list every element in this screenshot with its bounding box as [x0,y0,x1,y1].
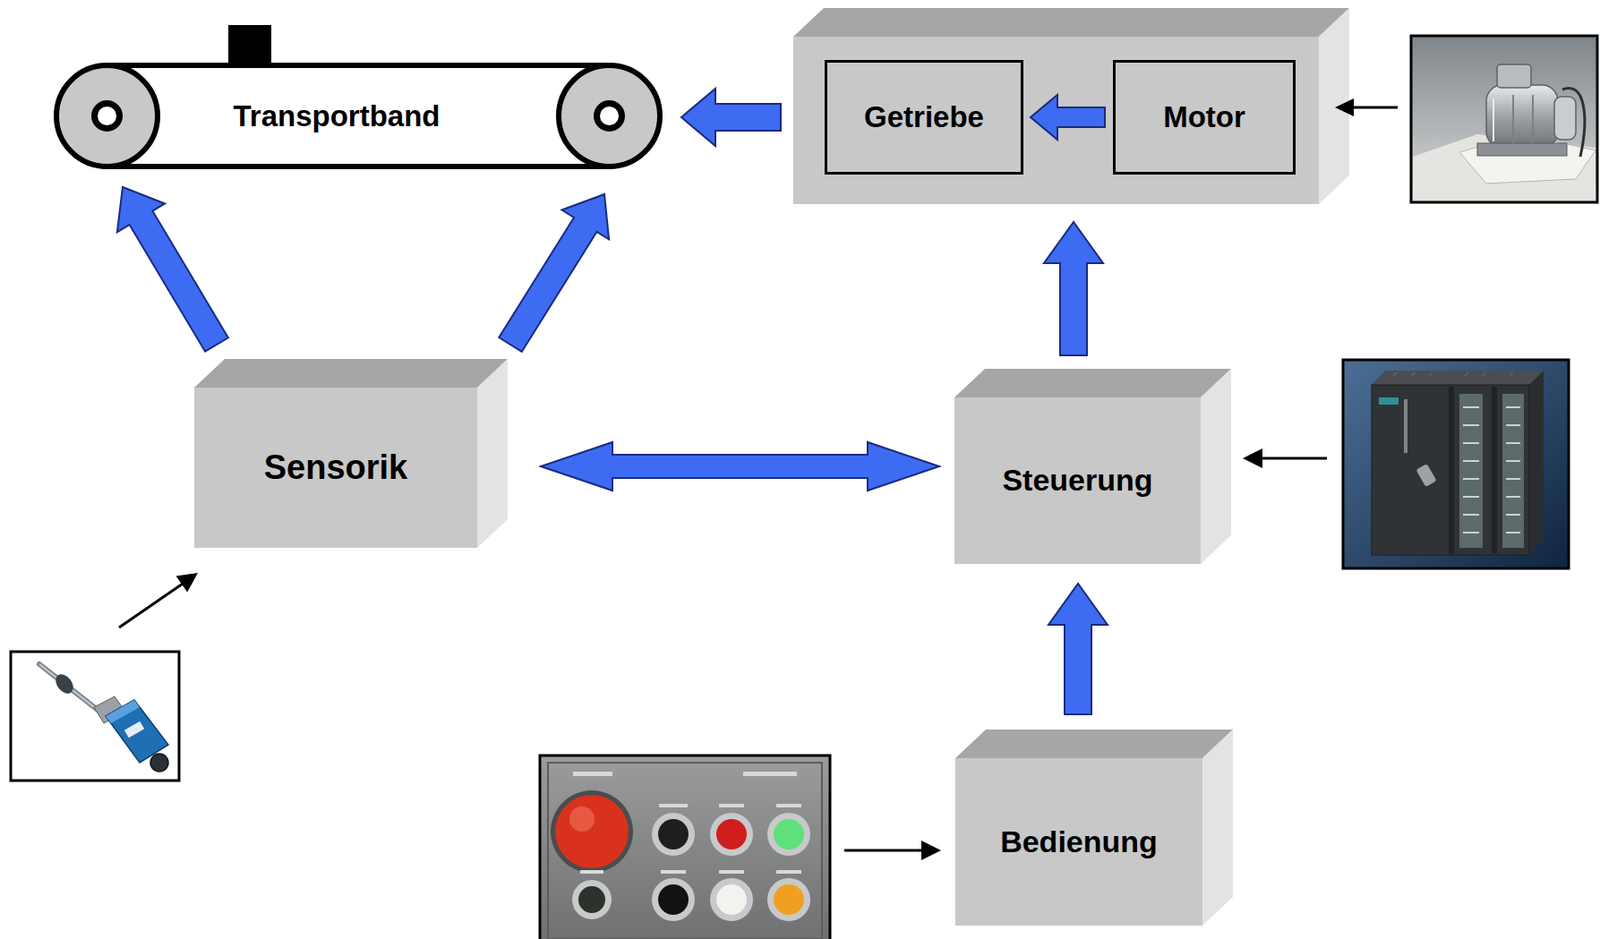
pointer-arrowhead [176,573,198,593]
pointer-arrow [844,849,925,853]
pointer-arrow [119,581,186,628]
flow-arrow [117,187,229,352]
pointer-arrowhead [1242,448,1263,469]
flow-arrow [1048,583,1108,715]
plc-photo [1343,359,1569,569]
pointer-arrow [1258,457,1327,461]
node-label: Sensorik [264,448,409,488]
operator-panel-photo [539,755,830,939]
component-box: Motor [1112,59,1296,175]
pointer-arrow [1350,106,1398,110]
flow-arrow [681,88,781,146]
flow-arrow [540,442,940,491]
pointer-arrowhead [1334,98,1354,117]
node-label: Getriebe [864,100,984,135]
pointer-arrowhead [921,840,942,861]
block-box: Steuerung [954,397,1201,565]
drive-unit-housing [793,8,1350,205]
flow-arrow [498,194,609,352]
node-label: Transportband [232,99,440,134]
node-label: Motor [1163,100,1246,135]
conveyor-belt: Transportband [52,60,664,172]
node-label: Bedienung [1000,824,1158,860]
sensor-photo [10,651,180,781]
motor-photo [1411,35,1598,203]
component-box: Getriebe [824,59,1024,175]
node-label: Steuerung [1001,462,1153,498]
load-block [228,25,272,65]
block-box: Bedienung [955,758,1203,926]
flow-arrow [1030,94,1105,140]
block-box: Sensorik [194,387,478,548]
signal-arrow [1043,222,1104,356]
